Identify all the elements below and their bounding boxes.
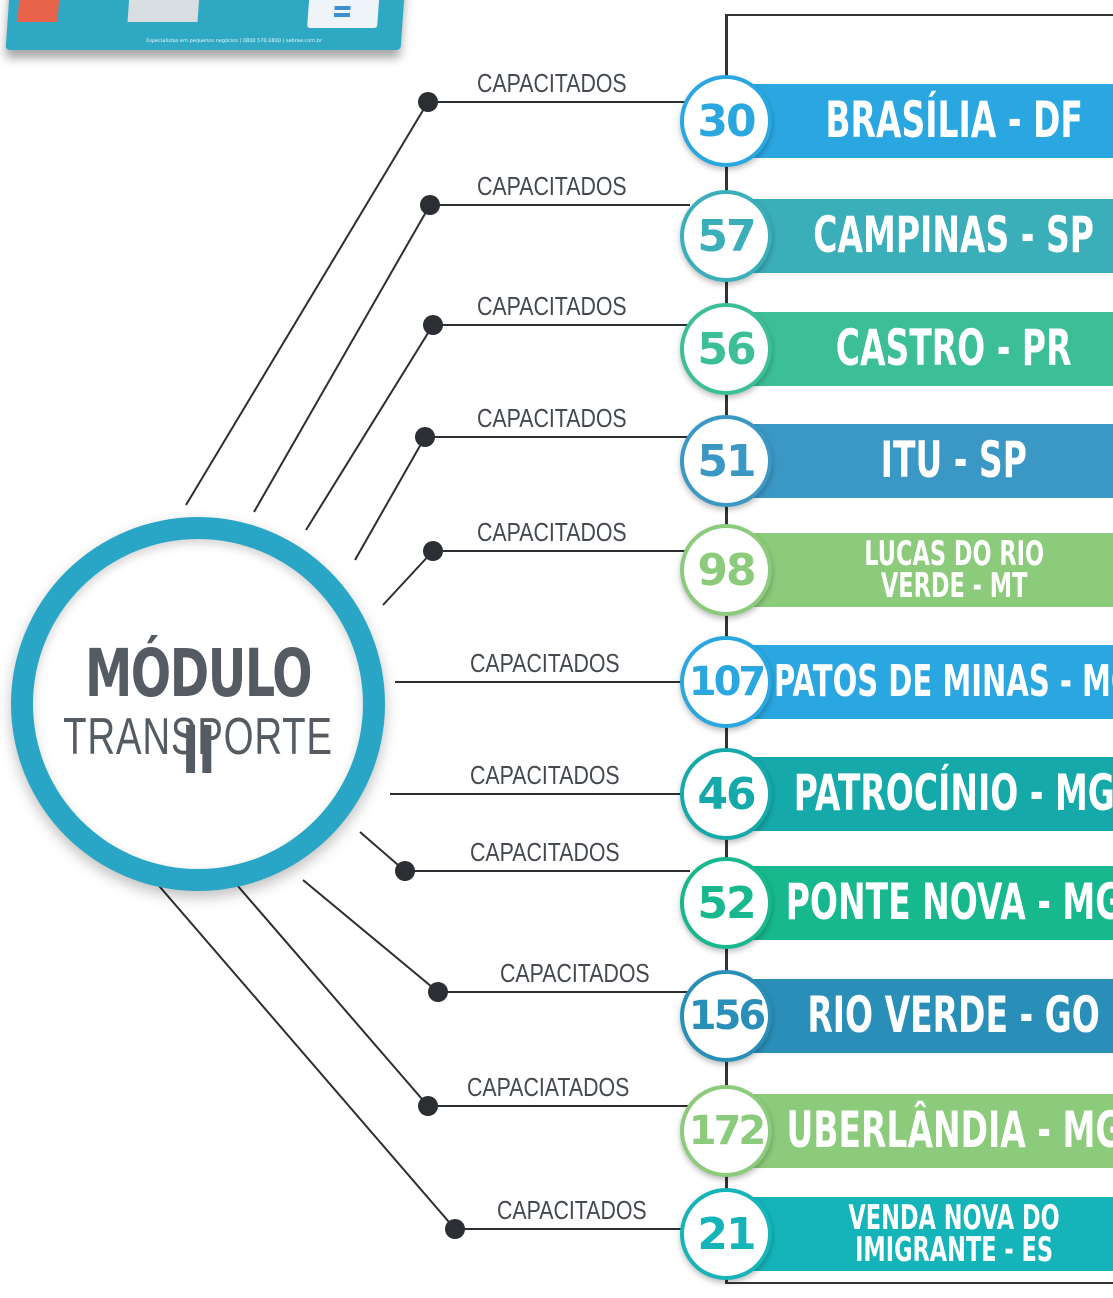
city-name-line: BRASÍLIA - DF bbox=[825, 91, 1083, 150]
banner-bar bbox=[745, 312, 1113, 386]
city-name-line: CASTRO - PR bbox=[836, 319, 1072, 378]
module-subtitle: TRANSPORTE bbox=[63, 708, 333, 766]
count-value: 107 bbox=[688, 659, 766, 705]
count-value: 172 bbox=[688, 1108, 766, 1154]
count-value: 98 bbox=[697, 544, 756, 596]
capacitados-label: CAPACIATADOS bbox=[467, 1072, 630, 1102]
connector-dot bbox=[395, 861, 415, 881]
connector-line bbox=[253, 204, 690, 513]
city-name: RIO VERDE - GO bbox=[795, 979, 1113, 1053]
module-circle: MÓDULO II TRANSPORTE bbox=[11, 517, 385, 891]
banner-bar bbox=[745, 424, 1113, 498]
capacitados-label: CAPACITADOS bbox=[477, 171, 627, 201]
capacitados-label: CAPACITADOS bbox=[497, 1195, 647, 1225]
city-banner: CAMPINAS - SP bbox=[745, 199, 1113, 273]
connector-dot bbox=[423, 541, 443, 561]
count-badge: 46 bbox=[680, 748, 772, 840]
count-badge: 98 bbox=[680, 524, 772, 616]
banner-bar bbox=[745, 84, 1113, 158]
count-badge: 21 bbox=[680, 1188, 772, 1280]
city-name: BRASÍLIA - DF bbox=[795, 84, 1113, 158]
city-banner: BRASÍLIA - DF bbox=[745, 84, 1113, 158]
city-name-line: UBERLÂNDIA - MG bbox=[786, 1101, 1113, 1160]
city-banner: CASTRO - PR bbox=[745, 312, 1113, 386]
count-badge: 52 bbox=[680, 857, 772, 949]
city-name-line: VERDE - MT bbox=[880, 566, 1028, 606]
count-badge: 156 bbox=[680, 970, 772, 1062]
capacitados-label: CAPACITADOS bbox=[470, 648, 620, 678]
count-badge: 30 bbox=[680, 75, 772, 167]
count-badge: 51 bbox=[680, 415, 772, 507]
city-name: PATOS DE MINAS - MG bbox=[774, 645, 1113, 719]
count-value: 57 bbox=[697, 210, 756, 262]
city-name: ITU - SP bbox=[795, 424, 1113, 498]
city-name: PATROCÍNIO - MG bbox=[793, 757, 1113, 831]
connector-line bbox=[134, 857, 690, 1230]
city-name: CASTRO - PR bbox=[795, 312, 1113, 386]
capacitados-label: CAPACITADOS bbox=[477, 68, 627, 98]
connector-dot bbox=[423, 315, 443, 335]
connector-dot bbox=[418, 1096, 438, 1116]
connector-dot bbox=[445, 1219, 465, 1239]
count-value: 52 bbox=[697, 877, 756, 929]
banner-bar bbox=[745, 199, 1113, 273]
capacitados-label: CAPACITADOS bbox=[500, 958, 650, 988]
banner-bar bbox=[745, 533, 1113, 607]
city-name: UBERLÂNDIA - MG bbox=[786, 1094, 1113, 1168]
banner-bar bbox=[745, 1094, 1113, 1168]
module-title: MÓDULO II bbox=[84, 635, 313, 789]
connector-dot bbox=[415, 427, 435, 447]
city-banner: RIO VERDE - GO bbox=[745, 979, 1113, 1053]
city-name-line: PATROCÍNIO - MG bbox=[793, 764, 1113, 823]
city-banner: UBERLÂNDIA - MG bbox=[745, 1094, 1113, 1168]
capacitados-label: CAPACITADOS bbox=[470, 760, 620, 790]
city-name-line: RIO VERDE - GO bbox=[807, 986, 1101, 1045]
banner-bar bbox=[745, 645, 1113, 719]
city-name: CAMPINAS - SP bbox=[795, 199, 1113, 273]
count-value: 46 bbox=[697, 768, 756, 820]
city-banner: PATROCÍNIO - MG bbox=[745, 757, 1113, 831]
count-badge: 107 bbox=[680, 636, 772, 728]
count-badge: 172 bbox=[680, 1085, 772, 1177]
city-banner: PONTE NOVA - MG bbox=[745, 866, 1113, 940]
city-name-line: VENDA NOVA DO bbox=[848, 1197, 1060, 1238]
banner-bar bbox=[745, 979, 1113, 1053]
count-badge: 57 bbox=[680, 190, 772, 282]
connector-dot bbox=[428, 982, 448, 1002]
city-name-line: LUCAS DO RIO bbox=[864, 533, 1044, 574]
count-value: 56 bbox=[697, 323, 756, 375]
count-badge: 56 bbox=[680, 303, 772, 395]
count-value: 30 bbox=[697, 95, 756, 147]
city-banner: PATOS DE MINAS - MG bbox=[745, 645, 1113, 719]
capacitados-label: CAPACITADOS bbox=[477, 517, 627, 547]
connector-dot bbox=[420, 195, 440, 215]
capacitados-label: CAPACITADOS bbox=[477, 291, 627, 321]
banner-bar bbox=[745, 866, 1113, 940]
count-value: 21 bbox=[697, 1208, 756, 1260]
city-name-line: IMIGRANTE - ES bbox=[855, 1230, 1053, 1270]
city-name: PONTE NOVA - MG bbox=[786, 866, 1113, 940]
module-circle-inner bbox=[33, 539, 363, 869]
city-name-line: ITU - SP bbox=[880, 431, 1028, 490]
count-value: 156 bbox=[688, 993, 766, 1039]
city-name-line: PONTE NOVA - MG bbox=[785, 873, 1113, 932]
city-banner: ITU - SP bbox=[745, 424, 1113, 498]
capacitados-label: CAPACITADOS bbox=[470, 837, 620, 867]
banner-bar bbox=[745, 757, 1113, 831]
connector-dot bbox=[418, 92, 438, 112]
banner-bar bbox=[745, 1197, 1113, 1271]
city-name-line: CAMPINAS - SP bbox=[813, 206, 1095, 265]
city-name-line: PATOS DE MINAS - MG bbox=[773, 656, 1113, 708]
capacitados-label: CAPACITADOS bbox=[477, 403, 627, 433]
count-value: 51 bbox=[697, 435, 756, 487]
